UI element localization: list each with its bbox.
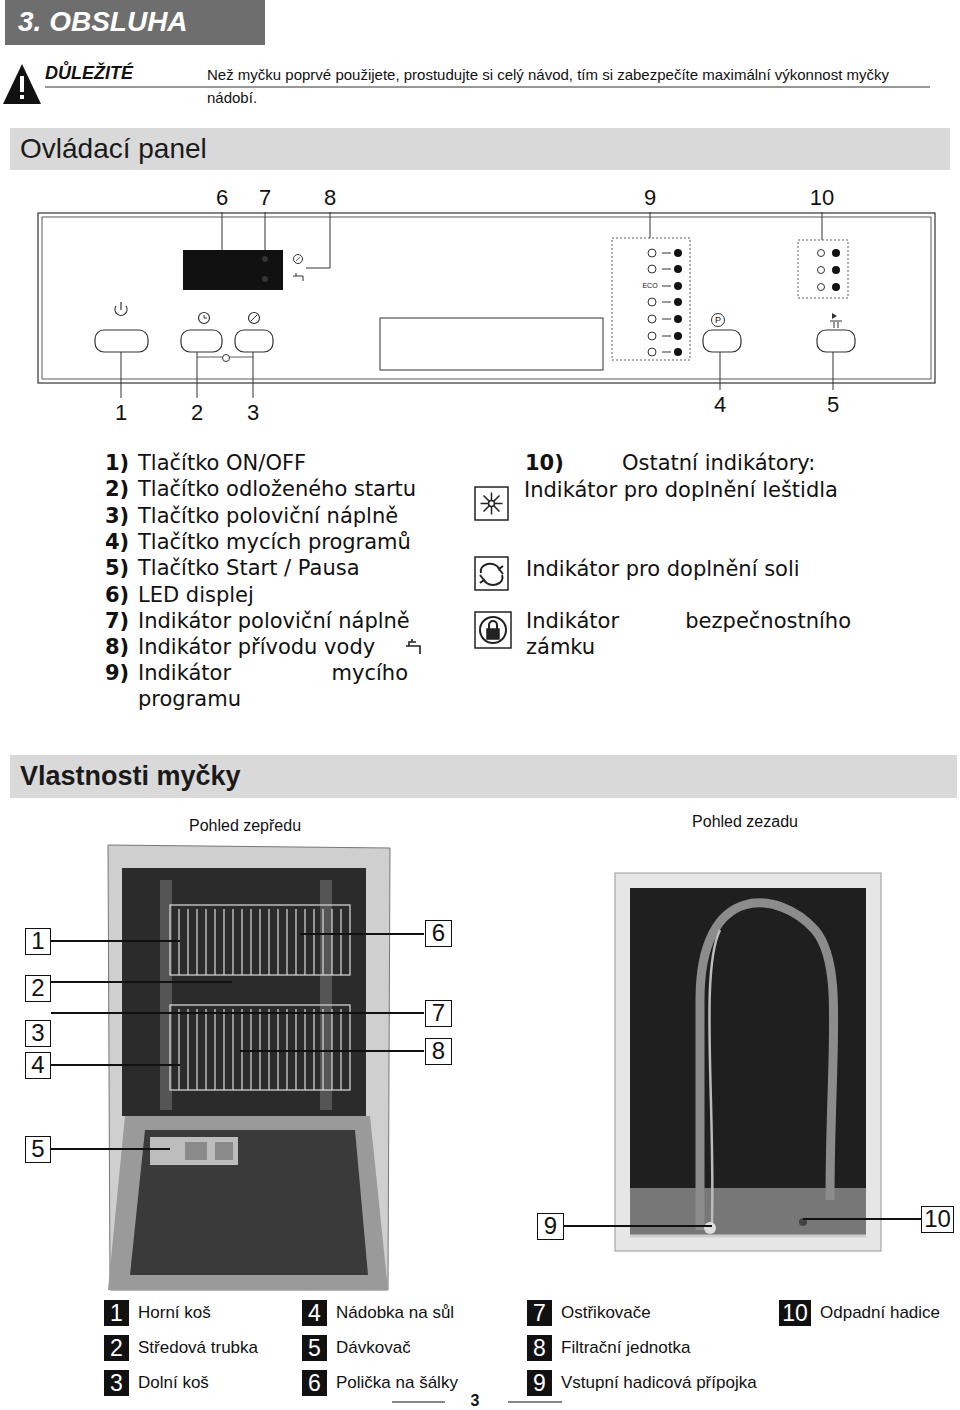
callout-number: 4 [31, 1053, 44, 1077]
callout-number: 10 [810, 185, 834, 211]
legend-number: 4 [302, 1300, 327, 1326]
list-text: Indikátor mycího programu [138, 660, 408, 712]
callout-number: 8 [432, 1039, 445, 1063]
legend-number: 3 [104, 1370, 129, 1396]
list-number: 5) [105, 555, 129, 581]
control-panel [38, 212, 935, 398]
page-number: 3 [471, 1391, 480, 1410]
callout-number: 2 [191, 400, 203, 426]
callout-box: 3 [25, 1020, 51, 1047]
list-text: LED displej [138, 582, 254, 608]
callout-number: 9 [644, 185, 656, 211]
list-number: 10) [525, 450, 564, 476]
legend-number: 9 [527, 1370, 552, 1396]
legend-text: Středová trubka [138, 1335, 258, 1361]
callout-box: 2 [25, 975, 51, 1002]
callout-number: 8 [324, 185, 336, 211]
list-number: 4) [105, 529, 129, 555]
rule [45, 86, 930, 87]
section-heading: Vlastnosti myčky [20, 755, 241, 798]
section-band: Ovládací panel [10, 128, 950, 170]
rule [392, 1402, 445, 1403]
callout-number: 4 [714, 392, 726, 418]
legend-text: Filtrační jednotka [561, 1335, 690, 1361]
legend-number: 10 [779, 1300, 811, 1326]
callout-number: 7 [432, 1001, 445, 1025]
callout-number: 3 [31, 1021, 44, 1045]
legend-text: Nádobka na sůl [336, 1300, 454, 1326]
list-text: Indikátor bezpečnostního zámku [526, 608, 851, 660]
panel-mark: P [715, 314, 721, 326]
callout-leaders [51, 934, 921, 1226]
callout-number: 3 [247, 400, 259, 426]
list-text: Indikátor přívodu vody [138, 634, 375, 660]
list-text: Tlačítko Start / Pausa [138, 555, 360, 581]
legend-number: 2 [104, 1335, 129, 1361]
other-indicators [818, 249, 841, 291]
legend-text: Vstupní hadicová přípojka [561, 1370, 757, 1396]
list-text: Indikátor poloviční náplně [138, 608, 410, 634]
list-text: Tlačítko odloženého startu [138, 476, 416, 502]
callout-number: 6 [432, 921, 445, 945]
callout-box: 5 [25, 1136, 51, 1163]
list-number: 2) [105, 476, 129, 502]
program-indicators [648, 249, 682, 356]
callout-box: 6 [425, 920, 452, 947]
callout-box: 1 [25, 928, 51, 955]
callout-number: 1 [115, 400, 127, 426]
callout-box: 7 [425, 1000, 452, 1027]
callout-number: 6 [216, 185, 228, 211]
section-band: Vlastnosti myčky [10, 755, 957, 798]
list-text: Tlačítko poloviční náplně [138, 503, 398, 529]
list-number: 8) [105, 634, 129, 660]
legend-number: 5 [302, 1335, 327, 1361]
list-text: Tlačítko ON/OFF [138, 450, 306, 476]
callout-number: 2 [31, 976, 44, 1000]
callout-number: 5 [827, 392, 839, 418]
list-number: 1) [105, 450, 129, 476]
list-icons [406, 487, 511, 654]
dishwasher-front-photo [108, 845, 390, 1290]
list-number: 9) [105, 660, 129, 686]
callout-box: 4 [25, 1052, 51, 1079]
list-text: Indikátor pro doplnění leštidla [524, 477, 849, 503]
callout-number: 5 [31, 1137, 44, 1161]
warning-sign [3, 64, 41, 104]
list-text: Ostatní indikátory: [622, 450, 815, 476]
legend-text: Odpadní hadice [820, 1300, 940, 1326]
section-heading: Ovládací panel [20, 128, 207, 170]
callout-number: 10 [924, 1207, 951, 1231]
legend-text: Dolní koš [138, 1370, 209, 1396]
dishwasher-rear-photo [615, 873, 881, 1251]
list-number: 6) [105, 582, 129, 608]
callout-number: 1 [31, 929, 44, 953]
notice-heading: DŮLEŽITÉ [45, 62, 133, 84]
legend-text: Ostřikovače [561, 1300, 651, 1326]
callout-number: 9 [544, 1214, 557, 1238]
list-text: Indikátor pro doplnění soli [526, 556, 800, 582]
list-number: 3) [105, 503, 129, 529]
view-caption: Pohled zezadu [692, 812, 798, 831]
callout-box: 9 [537, 1213, 564, 1240]
view-caption: Pohled zepředu [189, 816, 301, 835]
callout-box: 8 [425, 1038, 452, 1065]
title-band-bg [5, 0, 265, 45]
legend-number: 6 [302, 1370, 327, 1396]
callout-number: 7 [259, 185, 271, 211]
legend-text: Horní koš [138, 1300, 211, 1326]
callout-box: 10 [921, 1206, 954, 1233]
notice-text: Než myčku poprvé použijete, prostudujte … [207, 63, 912, 109]
page-title: 3. OBSLUHA [18, 4, 188, 40]
list-number: 7) [105, 608, 129, 634]
panel-mark: ECO [642, 281, 657, 291]
legend-number: 1 [104, 1300, 129, 1326]
legend-number: 7 [527, 1300, 552, 1326]
legend-text: Dávkovač [336, 1335, 411, 1361]
legend-text: Polička na šálky [336, 1370, 458, 1396]
list-text: Tlačítko mycích programů [138, 529, 411, 555]
rule [508, 1402, 562, 1403]
legend-number: 8 [527, 1335, 552, 1361]
